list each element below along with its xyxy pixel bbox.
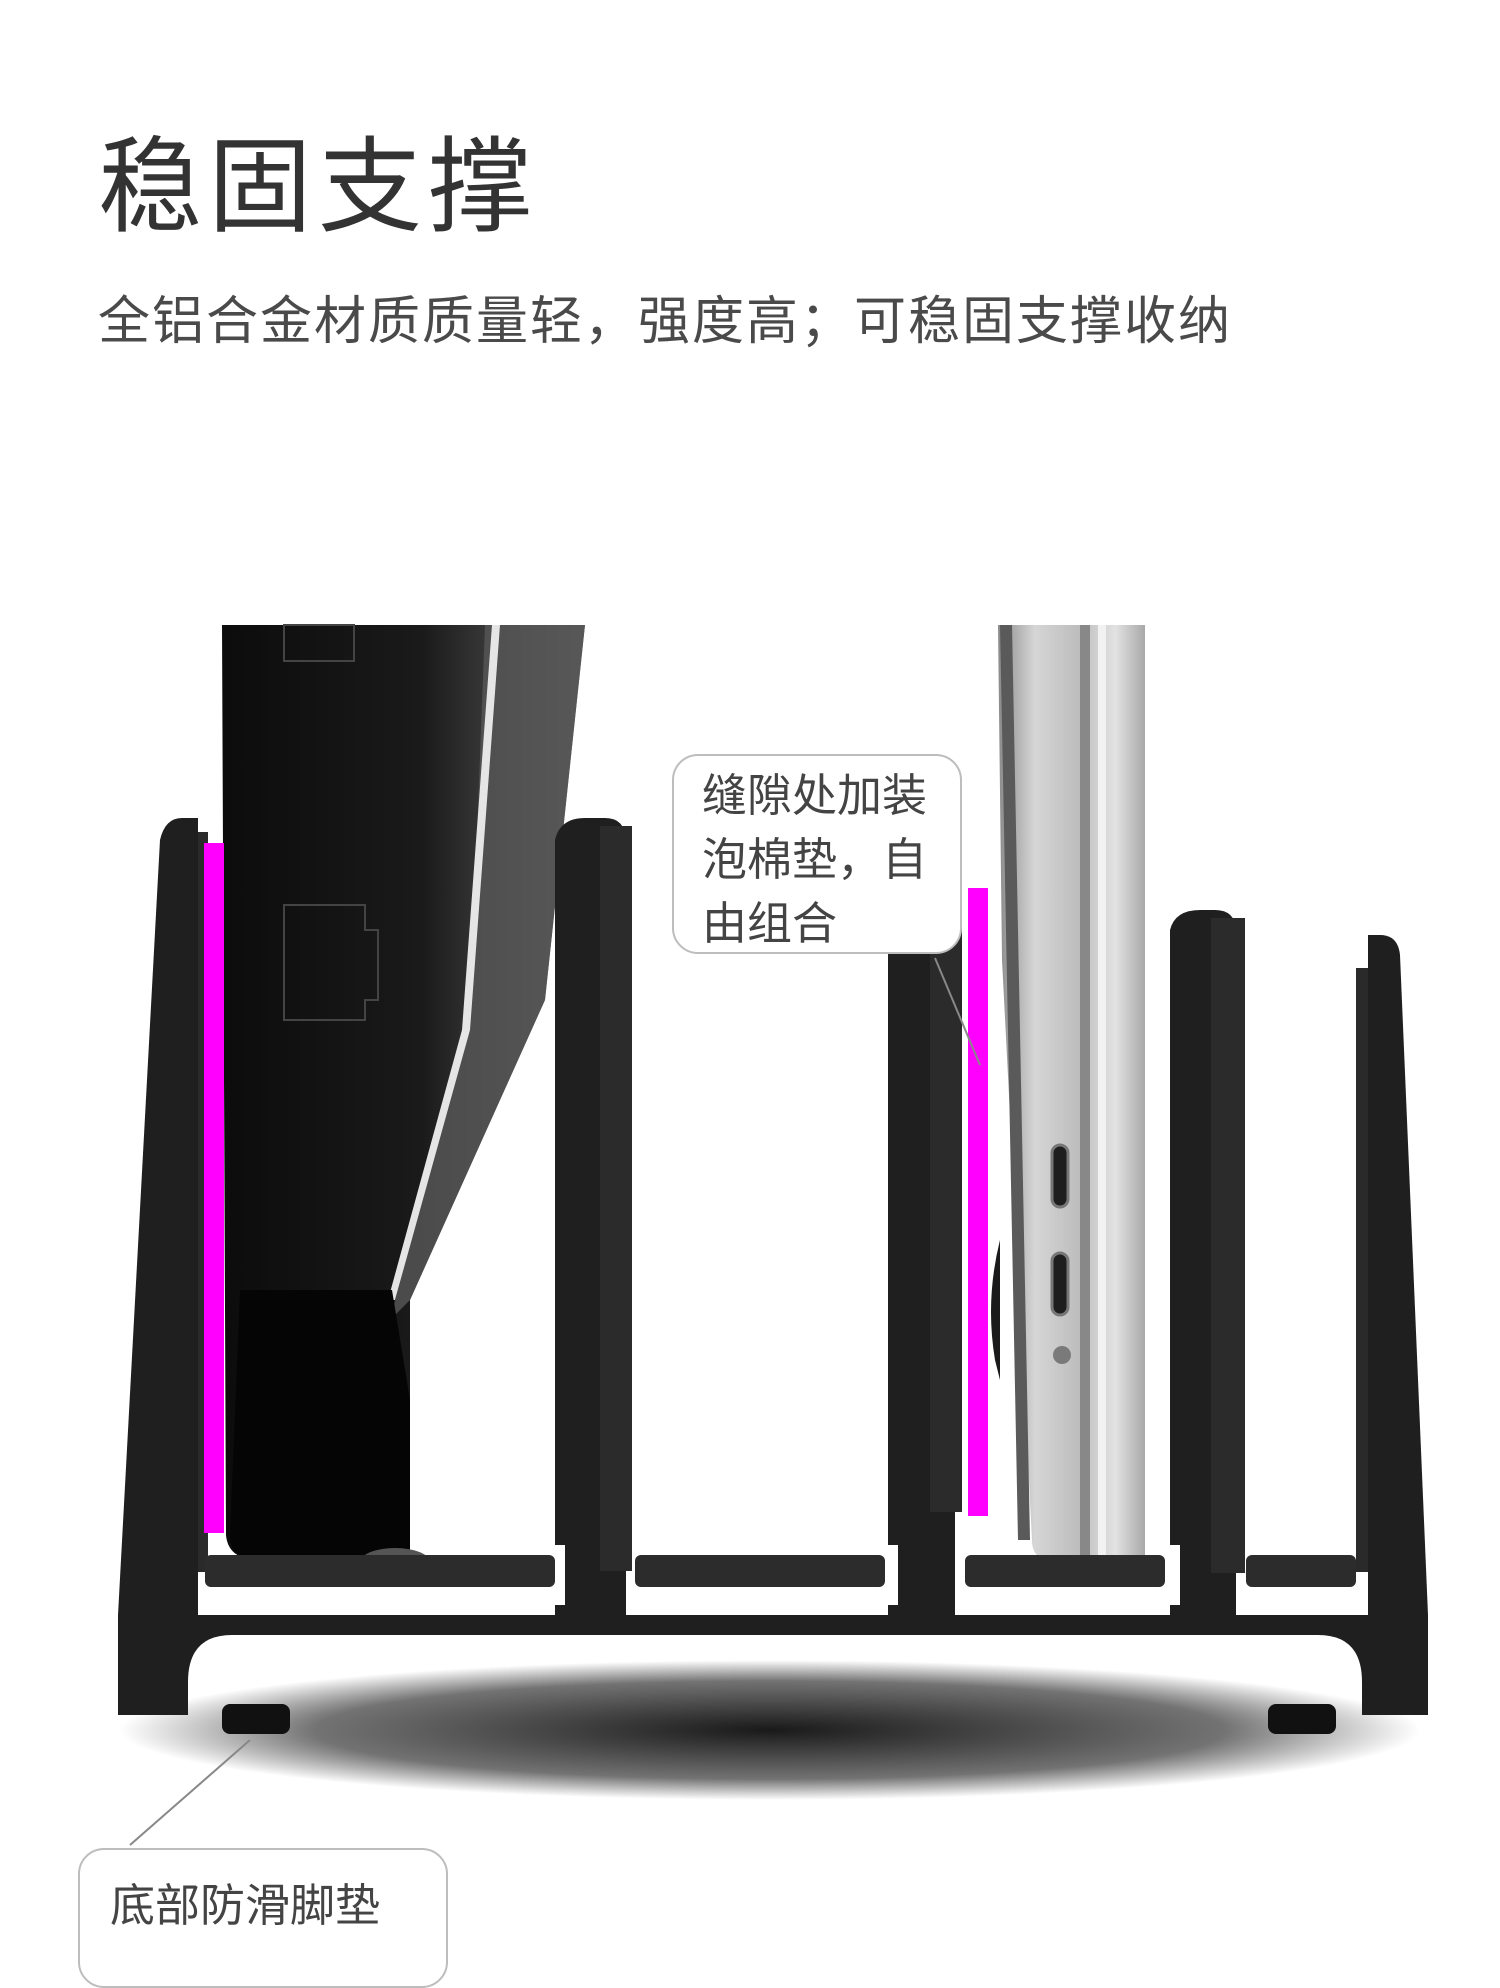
foam-pad-left	[204, 843, 224, 1533]
callout-gap-line-2: 泡棉垫，自	[702, 833, 928, 886]
tablet-device	[222, 624, 585, 1576]
callout-feet-text: 底部防滑脚垫	[110, 1879, 381, 1932]
laptop-device	[991, 625, 1145, 1560]
callout-gap-foam: 缝隙处加装 泡棉垫，自 由组合	[672, 754, 962, 954]
callout-anti-slip-feet: 底部防滑脚垫	[78, 1848, 448, 1988]
subline: 全铝合金材质质量轻，强度高；可稳固支撑收纳	[98, 292, 1233, 352]
floor-shadow	[120, 1660, 1420, 1800]
stand-body	[118, 818, 1428, 1734]
headline: 稳固支撑	[98, 126, 539, 248]
foam-pad-right	[968, 888, 988, 1516]
anti-slip-foot-left	[222, 1704, 290, 1734]
callout-leader-feet	[129, 1739, 251, 1846]
callout-gap-line-3: 由组合	[702, 897, 838, 950]
callout-leader-gap	[934, 957, 981, 1066]
anti-slip-foot-right	[1268, 1704, 1336, 1734]
stand-illustration	[118, 624, 1428, 1846]
callout-gap-line-1: 缝隙处加装	[702, 769, 928, 822]
